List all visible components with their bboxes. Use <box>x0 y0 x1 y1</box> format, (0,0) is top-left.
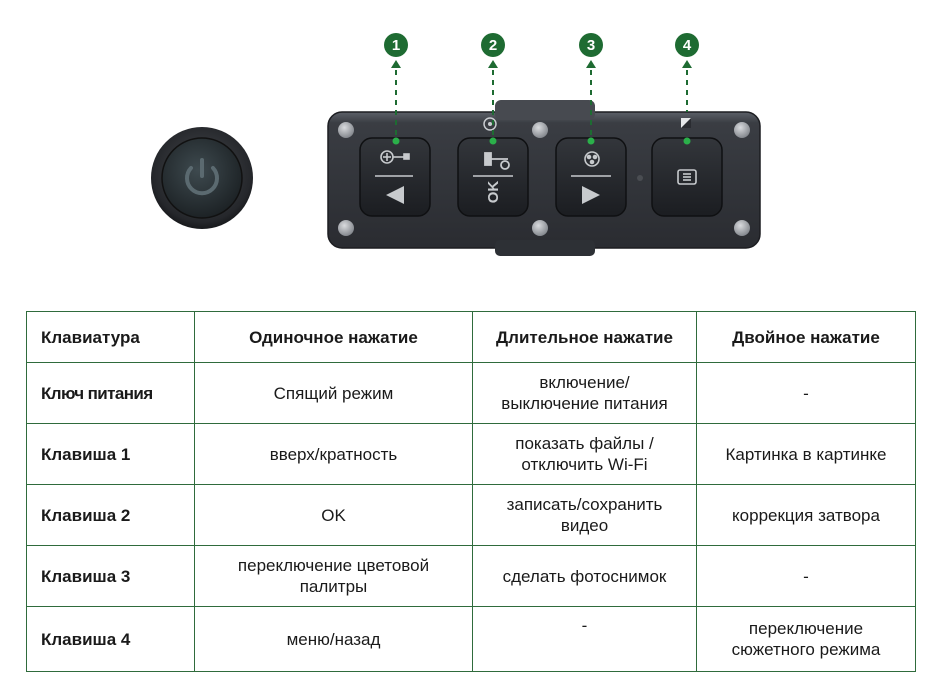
header-long-press: Длительное нажатие <box>472 311 697 363</box>
cell-long: - <box>472 606 697 672</box>
keypad-illustration: OK <box>0 0 943 290</box>
arrow-left-icon <box>386 186 404 204</box>
callout-2: 2 <box>481 33 505 57</box>
mode-indicator-icon <box>681 118 691 128</box>
ok-label: OK <box>485 181 502 204</box>
callout-arrowheads <box>391 60 692 68</box>
cell-long: показать файлы /отключить Wi-Fi <box>472 423 697 485</box>
cell-long: включение/выключение питания <box>472 362 697 424</box>
cell-single: Спящий режим <box>194 362 473 424</box>
cell-single: OK <box>194 484 473 546</box>
arrow-right-icon <box>582 186 600 204</box>
header-single-press: Одиночное нажатие <box>194 311 473 363</box>
table-row: Ключ питания Спящий режим включение/выкл… <box>26 362 916 424</box>
cell-long: сделать фотоснимок <box>472 545 697 607</box>
cell-single: вверх/кратность <box>194 423 473 485</box>
cell-double: - <box>696 545 916 607</box>
key-4 <box>651 137 723 217</box>
power-button <box>151 127 253 229</box>
header-keyboard: Клавиатура <box>26 311 195 363</box>
key-1 <box>359 137 431 217</box>
row-label: Ключ питания <box>26 362 195 424</box>
camera-icon <box>484 152 510 170</box>
table-header-row: Клавиатура Одиночное нажатие Длительное … <box>26 311 916 363</box>
menu-icon <box>677 169 697 185</box>
row-label: Клавиша 2 <box>26 484 195 546</box>
cell-double: - <box>696 362 916 424</box>
row-label: Клавиша 1 <box>26 423 195 485</box>
cell-double: коррекция затвора <box>696 484 916 546</box>
table-row: Клавиша 1 вверх/кратность показать файлы… <box>26 423 916 485</box>
key-functions-table: Клавиатура Одиночное нажатие Длительное … <box>26 311 916 672</box>
key-2: OK <box>457 137 529 217</box>
row-label: Клавиша 4 <box>26 606 195 672</box>
key-3 <box>555 137 627 217</box>
keypad-svg: OK <box>151 60 761 256</box>
cell-single: меню/назад <box>194 606 473 672</box>
callout-4: 4 <box>675 33 699 57</box>
zoom-plus-icon <box>380 150 410 164</box>
row-label: Клавиша 3 <box>26 545 195 607</box>
power-icon <box>185 158 219 196</box>
callout-1: 1 <box>384 33 408 57</box>
callout-leaders <box>395 70 688 138</box>
record-dot-icon <box>637 175 643 181</box>
header-double-press: Двойное нажатие <box>696 311 916 363</box>
palette-icon <box>584 151 600 167</box>
cell-double: Картинка в картинке <box>696 423 916 485</box>
wifi-icon <box>483 117 497 131</box>
plate-screws <box>338 122 750 236</box>
callout-3: 3 <box>579 33 603 57</box>
